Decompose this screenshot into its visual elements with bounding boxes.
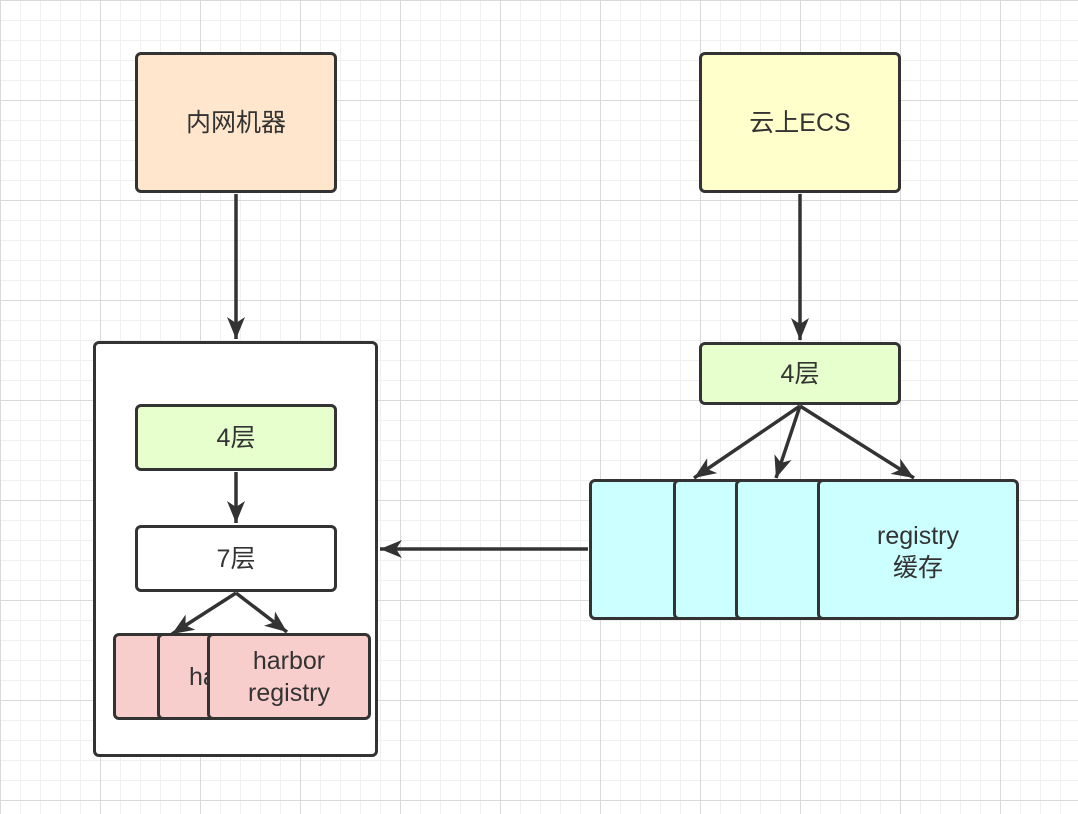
edge-right-l4-to-cache-3 [799, 404, 915, 480]
cloud-ecs-node[interactable]: 云上ECS [699, 52, 901, 193]
edge-right-l4-to-cache-2 [774, 405, 802, 479]
right-layer4-label: 4层 [780, 359, 820, 388]
left-layer4-label: 4层 [216, 423, 256, 452]
left-layer7-node[interactable]: 7层 [135, 525, 337, 592]
right-layer4-node[interactable]: 4层 [699, 342, 901, 405]
harbor-registry-node[interactable]: harbor registry [207, 633, 371, 720]
registry-cache-label: registry 缓存 [877, 522, 959, 582]
left-layer4-node[interactable]: 4层 [135, 404, 337, 471]
edge-l7-to-harbor-2 [234, 591, 289, 634]
intranet-machine-label: 内网机器 [185, 108, 286, 137]
harbor-registry-label: harbor registry [248, 646, 330, 707]
edge-right-l4-to-cache-1 [693, 404, 801, 480]
edge-l7-to-harbor-1 [171, 591, 237, 636]
cloud-ecs-label: 云上ECS [749, 108, 851, 137]
left-layer7-label: 7层 [216, 544, 256, 573]
intranet-machine-node[interactable]: 内网机器 [135, 52, 337, 193]
registry-cache-node[interactable]: registry 缓存 [817, 479, 1019, 620]
